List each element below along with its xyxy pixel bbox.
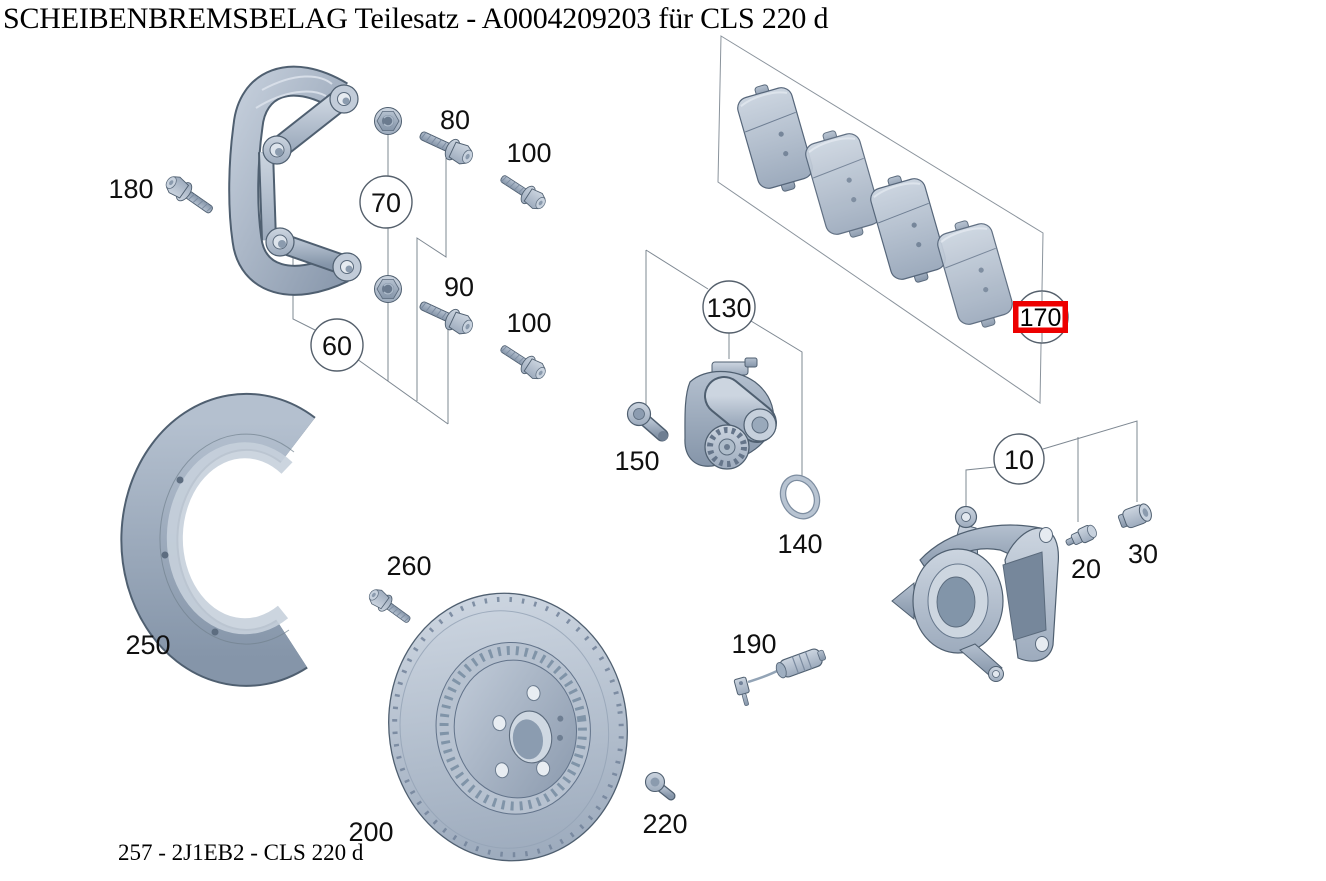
- callout-20[interactable]: 20: [1071, 554, 1101, 584]
- footer-code: 257 - 2J1EB2 - CLS 220 d: [118, 840, 364, 865]
- o-ring-140-drawing: [779, 474, 821, 520]
- svg-text:150: 150: [614, 446, 659, 476]
- svg-text:140: 140: [777, 529, 822, 559]
- caliper-carrier-drawing: [228, 65, 362, 296]
- callout-130[interactable]: 130: [702, 280, 756, 334]
- svg-text:200: 200: [348, 817, 393, 847]
- callout-100-upper[interactable]: 100: [506, 138, 551, 168]
- callout-150[interactable]: 150: [614, 446, 659, 476]
- callout-60[interactable]: 60: [310, 318, 364, 372]
- brake-pad-set-drawing: [717, 35, 1044, 404]
- callout-30[interactable]: 30: [1128, 539, 1158, 569]
- caliper-housing-drawing: [891, 505, 1060, 682]
- svg-text:90: 90: [444, 272, 474, 302]
- callout-10[interactable]: 10: [993, 433, 1045, 485]
- dust-shield-drawing: [120, 392, 316, 687]
- svg-text:100: 100: [506, 138, 551, 168]
- svg-text:130: 130: [706, 293, 751, 323]
- svg-text:30: 30: [1128, 539, 1158, 569]
- pointer-lines: [292, 135, 1138, 522]
- svg-text:250: 250: [125, 630, 170, 660]
- callout-180[interactable]: 180: [108, 174, 153, 204]
- brake-disc-drawing: [388, 592, 628, 862]
- nut-70-lower-drawing: [373, 274, 403, 304]
- wear-sensor-drawing: [733, 648, 827, 706]
- callout-90[interactable]: 90: [444, 272, 474, 302]
- svg-text:260: 260: [386, 551, 431, 581]
- bolt-150-drawing: [626, 401, 669, 442]
- callout-260[interactable]: 260: [386, 551, 431, 581]
- bolt-180-drawing: [161, 171, 218, 220]
- callout-70[interactable]: 70: [359, 175, 413, 229]
- svg-text:190: 190: [731, 629, 776, 659]
- svg-text:60: 60: [322, 331, 352, 361]
- svg-text:220: 220: [642, 809, 687, 839]
- callout-80[interactable]: 80: [440, 105, 470, 135]
- svg-text:80: 80: [440, 105, 470, 135]
- page-title: SCHEIBENBREMSBELAG Teilesatz - A00042092…: [3, 2, 829, 35]
- callout-140[interactable]: 140: [777, 529, 822, 559]
- callout-200[interactable]: 200: [348, 817, 393, 847]
- callout-250[interactable]: 250: [125, 630, 170, 660]
- svg-text:70: 70: [371, 188, 401, 218]
- bleed-screw-20-drawing: [1065, 524, 1097, 546]
- callout-100-lower[interactable]: 100: [506, 308, 551, 338]
- actuator-motor-drawing: [684, 357, 777, 470]
- bolt-100-lower-drawing: [496, 339, 550, 384]
- cap-30-drawing: [1117, 503, 1152, 529]
- svg-text:10: 10: [1004, 445, 1034, 475]
- svg-text:170: 170: [1020, 304, 1062, 332]
- svg-text:20: 20: [1071, 554, 1101, 584]
- nut-70-upper-drawing: [373, 106, 403, 136]
- callout-190[interactable]: 190: [731, 629, 776, 659]
- screw-260-drawing: [364, 584, 415, 629]
- bolt-100-upper-drawing: [496, 169, 550, 214]
- callout-170-selected[interactable]: 170: [1013, 290, 1069, 344]
- svg-text:180: 180: [108, 174, 153, 204]
- screw-220-drawing: [644, 771, 676, 801]
- callout-220[interactable]: 220: [642, 809, 687, 839]
- svg-text:100: 100: [506, 308, 551, 338]
